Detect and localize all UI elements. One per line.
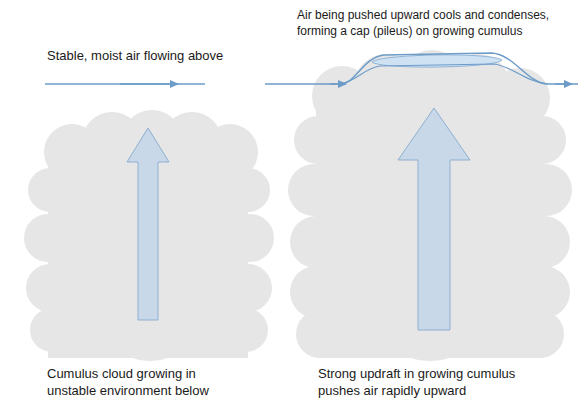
growing-cumulus-cloud	[288, 50, 572, 361]
cloud-caption: Cumulus cloud growing in unstable enviro…	[47, 366, 212, 400]
air-flow-over-cap	[265, 53, 578, 84]
air-flow-arrow	[120, 83, 178, 85]
air-flow-line	[45, 83, 205, 85]
updraft-caption: Strong updraft in growing cumulus pushes…	[318, 366, 523, 400]
updraft-arrow	[127, 128, 169, 320]
air-flow-under-cap	[340, 64, 548, 84]
air-flow-arrow	[330, 83, 346, 85]
strong-updraft-arrow	[398, 108, 470, 330]
air-flow-arrow	[555, 83, 572, 85]
pileus-note: Air being pushed upward cools and conden…	[297, 8, 572, 39]
small-cumulus-cloud	[24, 110, 274, 361]
air-note: Stable, moist air flowing above	[47, 48, 287, 65]
